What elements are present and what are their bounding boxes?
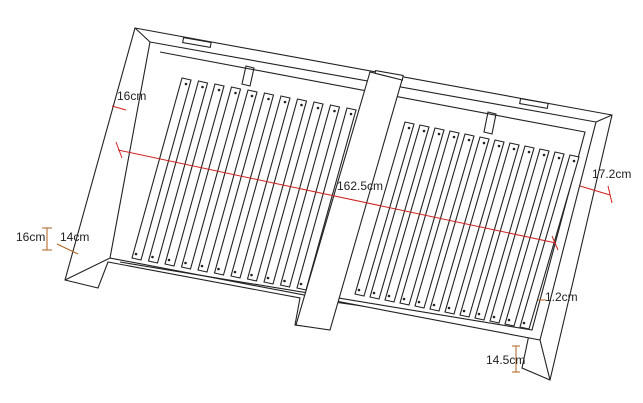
screw-dot [300,103,303,107]
slat [354,121,415,297]
slat [399,130,460,306]
screw-dot [266,276,270,280]
screw-dot [184,261,187,265]
screw-dot [233,270,237,274]
foot-height-dim [512,345,520,373]
length-label: 162.5cm [337,179,383,193]
dimensions: 162.5cm 16cm 17.2cm 16cm 14cm 1.2cm 14.5… [16,89,631,373]
screw-dot [512,147,516,151]
slat [296,107,357,291]
screw-dot [357,288,361,292]
screw-dot [542,153,546,157]
screw-dot [283,279,286,283]
screw-dot [333,109,336,113]
screw-dot [422,129,426,133]
screw-dot [477,312,481,316]
screw-dot [527,150,531,154]
slat [384,127,445,303]
screw-dot [151,255,154,259]
screw-dot [217,88,221,92]
screw-dot [462,309,466,313]
screw-dot [217,267,220,271]
right-width-label: 17.2cm [592,167,631,181]
corner-width-label: 14cm [60,230,89,244]
foot-height-label: 14.5cm [486,353,525,367]
center-beam [295,71,403,331]
screw-dot [522,321,526,325]
screw-dot [417,300,421,304]
screw-dot [437,132,441,136]
slat [197,89,258,273]
screw-dot [134,252,138,256]
slat [263,101,324,285]
slat [459,142,520,318]
slat [444,139,505,315]
screw-dot [234,91,237,95]
bracket [483,111,497,135]
screw-dot [201,85,204,89]
screw-dot [250,94,254,98]
corner-height-dim [42,227,52,251]
slat [429,136,490,312]
screw-dot [267,97,270,101]
screw-dot [387,294,391,298]
screw-dot [507,318,511,322]
screw-dot [349,112,353,116]
screw-dot [299,282,303,286]
slat [246,98,308,282]
corner-height-label: 16cm [16,230,45,244]
bracket [241,65,255,87]
slat [164,83,225,267]
screw-dot [402,297,406,301]
handle-slot [182,36,212,49]
screw-dot [492,315,496,319]
slat [279,104,341,288]
corner-width-dim [56,243,79,255]
length-dimension-line [117,149,557,244]
slat [180,86,242,270]
screw-dot [557,156,561,160]
gap-label: 1.2cm [545,290,578,304]
screw-dot [467,138,471,142]
screw-dot [372,291,376,295]
screw-dot [482,141,486,145]
screw-dot [407,126,411,130]
screw-dot [447,306,451,310]
slat [369,124,430,300]
screw-dot [572,159,576,163]
screw-dot [497,144,501,148]
screw-dot [167,258,171,262]
slat [489,148,550,324]
screw-dot [432,303,436,307]
screw-dot [452,135,456,139]
screw-dot [184,82,188,86]
slat [230,95,291,279]
screw-dot [316,106,320,110]
slat [474,145,535,321]
screw-dot [283,100,287,104]
handle-slot [519,97,549,110]
slat [147,80,209,264]
screw-dot [200,264,204,268]
slat [131,77,192,261]
slat [213,92,275,276]
side-height-label: 16cm [117,89,146,103]
slat [504,151,565,327]
screw-dot [250,273,253,277]
slat [414,133,475,309]
